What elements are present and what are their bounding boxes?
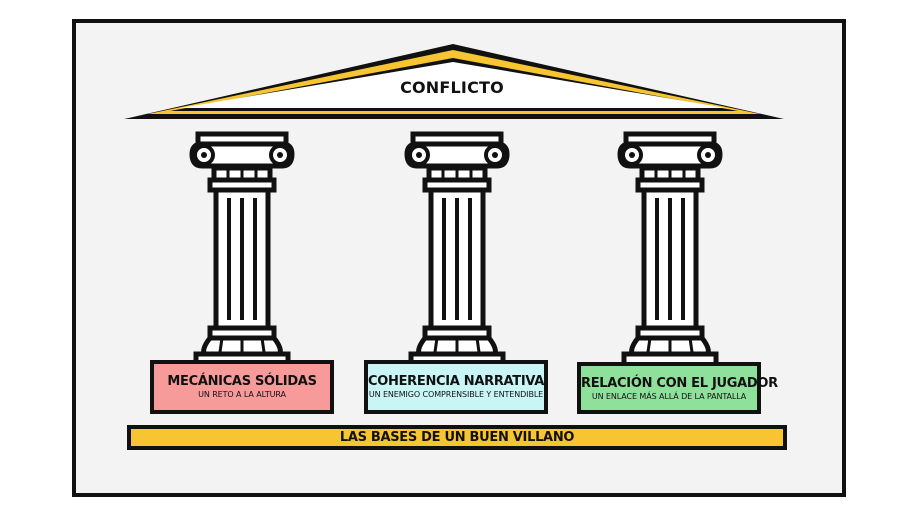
greek-column-icon bbox=[620, 134, 720, 366]
pillar-title: COHERENCIA NARRATIVA bbox=[368, 374, 545, 389]
pillar-subtitle: UN RETO A LA ALTURA bbox=[198, 390, 286, 399]
pillar-label-mecanicas: MECÁNICAS SÓLIDAS UN RETO A LA ALTURA bbox=[150, 360, 334, 414]
pillar-title: RELACIÓN CON EL JUGADOR bbox=[581, 376, 778, 391]
roof-title: CONFLICTO bbox=[400, 78, 504, 97]
pediment-roof-icon bbox=[124, 44, 784, 119]
greek-column-icon bbox=[192, 134, 292, 366]
pillar-title: MECÁNICAS SÓLIDAS bbox=[167, 374, 317, 389]
greek-column-icon bbox=[407, 134, 507, 366]
pillar-subtitle: UN ENLACE MÁS ALLÁ DE LA PANTALLA bbox=[591, 392, 747, 401]
pillar-label-coherencia: COHERENCIA NARRATIVA UN ENEMIGO COMPRENS… bbox=[364, 360, 548, 414]
pillar-subtitle: UN ENEMIGO COMPRENSIBLE Y ENTENDIBLE bbox=[368, 390, 544, 399]
pillar-label-relacion: RELACIÓN CON EL JUGADOR UN ENLACE MÁS AL… bbox=[577, 362, 778, 414]
base-bar: LAS BASES DE UN BUEN VILLANO bbox=[127, 425, 787, 450]
